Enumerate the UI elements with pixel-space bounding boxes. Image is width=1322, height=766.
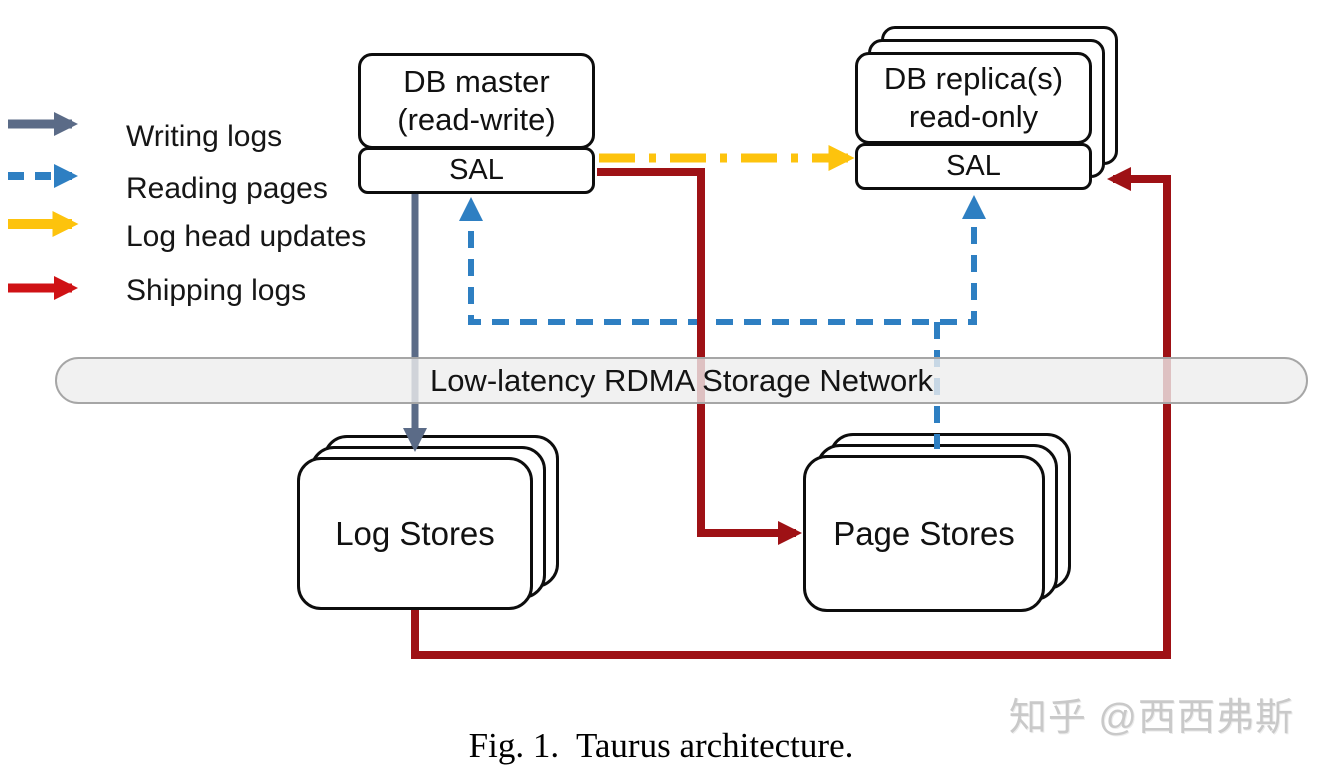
db-master-sal-label: SAL xyxy=(449,154,504,186)
db-replica-label: DB replica(s) read-only xyxy=(884,60,1063,136)
page-stores-box: Page Stores xyxy=(803,455,1045,612)
legend-item-log-head-updates: Log head updates xyxy=(126,220,367,253)
shipping-logs-master-to-pagestores-arrow xyxy=(597,168,802,545)
log-stores-label: Log Stores xyxy=(335,514,495,552)
db-master-sal-box: SAL xyxy=(358,147,595,194)
rdma-network-label: Low-latency RDMA Storage Network xyxy=(429,362,934,398)
legend-item-shipping-logs: Shipping logs xyxy=(126,274,307,307)
db-master-subtitle: (read-write) xyxy=(397,102,556,137)
db-replica-title: DB replica(s) xyxy=(883,61,1064,96)
legend-item-reading-pages: Reading pages xyxy=(126,172,328,205)
figure-caption: Fig. 1. Taurus architecture. xyxy=(468,726,854,765)
page-stores-label: Page Stores xyxy=(833,514,1015,552)
db-replica-sal-label: SAL xyxy=(946,150,1001,182)
log-stores-box: Log Stores xyxy=(297,457,533,610)
reading-pages-arrow xyxy=(459,195,986,325)
db-replica-subtitle: read-only xyxy=(908,99,1039,134)
zhihu-watermark: 知乎 @西西弗斯 xyxy=(1008,697,1294,739)
db-replica-box: DB replica(s) read-only xyxy=(855,52,1092,144)
db-master-title: DB master xyxy=(403,64,550,99)
legend-item-writing-logs: Writing logs xyxy=(126,120,283,153)
db-master-box: DB master (read-write) xyxy=(358,53,595,149)
db-replica-sal-box: SAL xyxy=(855,143,1092,190)
rdma-network-bar: Low-latency RDMA Storage Network xyxy=(55,357,1308,404)
db-master-label: DB master (read-write) xyxy=(397,63,555,139)
